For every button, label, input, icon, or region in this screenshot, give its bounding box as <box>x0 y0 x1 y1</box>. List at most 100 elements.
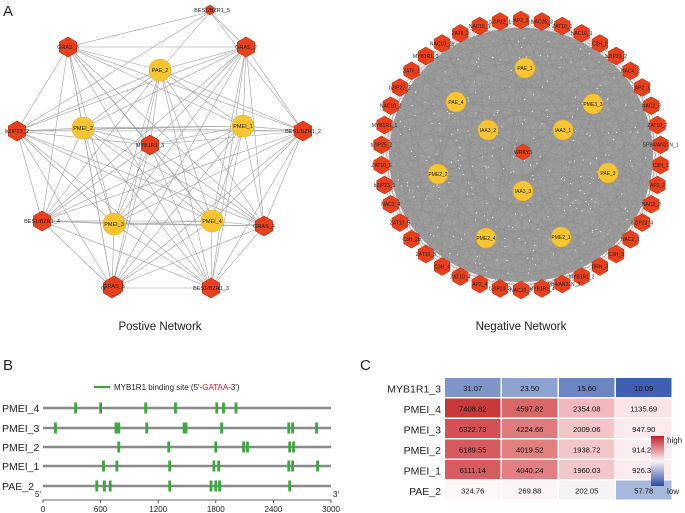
edge-speckle <box>607 132 610 134</box>
network-edge <box>607 70 631 174</box>
network-node-circle <box>231 114 255 138</box>
network-edge <box>487 129 661 166</box>
edge-speckle <box>524 119 526 121</box>
network-edge <box>245 46 265 227</box>
edge-speckle <box>473 81 475 83</box>
network-edge <box>479 129 489 285</box>
network-edge <box>399 87 489 131</box>
network-edge <box>455 101 522 291</box>
edge-speckle <box>520 46 522 49</box>
network-edge <box>82 127 213 222</box>
network-node-hexagon <box>373 135 390 155</box>
network-edge <box>399 87 563 285</box>
network-node-hexagon <box>403 61 420 81</box>
edge-speckle <box>549 170 551 172</box>
network-edge <box>562 129 658 186</box>
heatmap-row-label: PMEI_2 <box>404 445 442 457</box>
edge-speckle <box>483 267 485 269</box>
edge-speckle <box>463 174 465 176</box>
edge-speckle <box>575 199 577 201</box>
edge-speckle <box>467 97 469 99</box>
network-edge <box>390 105 461 277</box>
network-edge <box>524 67 652 106</box>
network-edge <box>390 105 412 240</box>
network-edge <box>487 129 643 223</box>
edge-speckle <box>498 198 500 200</box>
network-edge <box>522 172 609 192</box>
network-node-circle <box>445 91 467 113</box>
heatmap-cell <box>559 460 615 479</box>
edge-speckle <box>456 254 458 256</box>
network-edge <box>441 43 562 238</box>
edge-speckle <box>559 66 561 69</box>
network-edge <box>592 103 661 146</box>
edge-speckle <box>582 159 584 161</box>
network-edge <box>399 87 617 255</box>
network-node-hexagon <box>573 267 590 286</box>
network-edge <box>381 144 501 289</box>
network-node-hexagon <box>417 46 434 66</box>
edge-speckle <box>607 233 609 235</box>
edge-speckle <box>607 98 609 100</box>
binding-site-mark <box>144 402 148 414</box>
network-edge <box>113 69 161 225</box>
edge-speckle <box>580 175 582 178</box>
heatmap-cell-value: 947.90 <box>632 425 655 434</box>
binding-site-mark <box>54 422 57 434</box>
binding-legend-motif: GATAA <box>202 383 229 392</box>
network-node-hexagon <box>512 10 530 30</box>
edge-speckle <box>523 37 525 39</box>
heatmap-cell-value: 1135.69 <box>630 404 657 413</box>
network-edge <box>499 70 631 289</box>
network-node-hexagon <box>591 34 608 53</box>
edge-speckle <box>437 226 439 228</box>
edge-speckle <box>547 216 549 218</box>
heatmap-cell <box>445 419 501 438</box>
network-edge <box>524 67 643 223</box>
network-node-label: bZIP23_2 <box>5 129 29 135</box>
network-node-label: bZIP23_4 <box>631 220 653 226</box>
network-edge <box>460 33 652 106</box>
edge-speckle <box>429 234 432 236</box>
network-edge <box>111 130 304 289</box>
network-node-label: ZAT10_5 <box>390 220 410 226</box>
network-edge <box>399 43 600 88</box>
gene-label: PMEI_1 <box>2 461 40 473</box>
binding-site-mark <box>209 480 213 492</box>
network-edge <box>425 33 582 57</box>
edge-speckle <box>502 148 504 150</box>
network-edge <box>562 124 658 131</box>
edge-speckle <box>438 186 440 188</box>
edge-speckle <box>511 226 514 228</box>
heatmap-cell <box>502 439 558 459</box>
edge-speckle <box>569 161 571 163</box>
network-edge <box>485 43 601 239</box>
binding-site-mark <box>220 422 223 434</box>
edge-speckle <box>504 246 506 248</box>
network-node-circle <box>427 163 449 185</box>
edge-speckle <box>415 91 417 93</box>
edge-speckle <box>596 87 598 90</box>
network-edge <box>411 25 480 240</box>
edge-speckle <box>426 159 428 162</box>
network-node-label: WRKY3 <box>514 150 532 156</box>
binding-site-mark <box>182 422 186 434</box>
network-edge <box>455 33 461 103</box>
network-node-label: NAC2_1 <box>621 237 640 243</box>
network-node-label: C3H_2b <box>402 237 421 243</box>
edge-speckle <box>475 212 478 214</box>
network-node-hexagon <box>512 280 530 300</box>
network-edge <box>82 127 265 227</box>
binding-site-mark <box>215 402 219 414</box>
edge-speckle <box>425 198 427 200</box>
edge-speckle <box>594 201 596 203</box>
network-edge <box>384 184 600 267</box>
network-edge <box>460 164 661 277</box>
edge-speckle <box>506 259 508 262</box>
network-edge <box>263 130 304 227</box>
edge-speckle <box>476 255 479 258</box>
edge-speckle <box>588 203 590 205</box>
edge-speckle <box>564 179 566 181</box>
network-node-label: bZIP25_2 <box>371 143 393 149</box>
network-node-label: PAE_4 <box>448 100 463 106</box>
